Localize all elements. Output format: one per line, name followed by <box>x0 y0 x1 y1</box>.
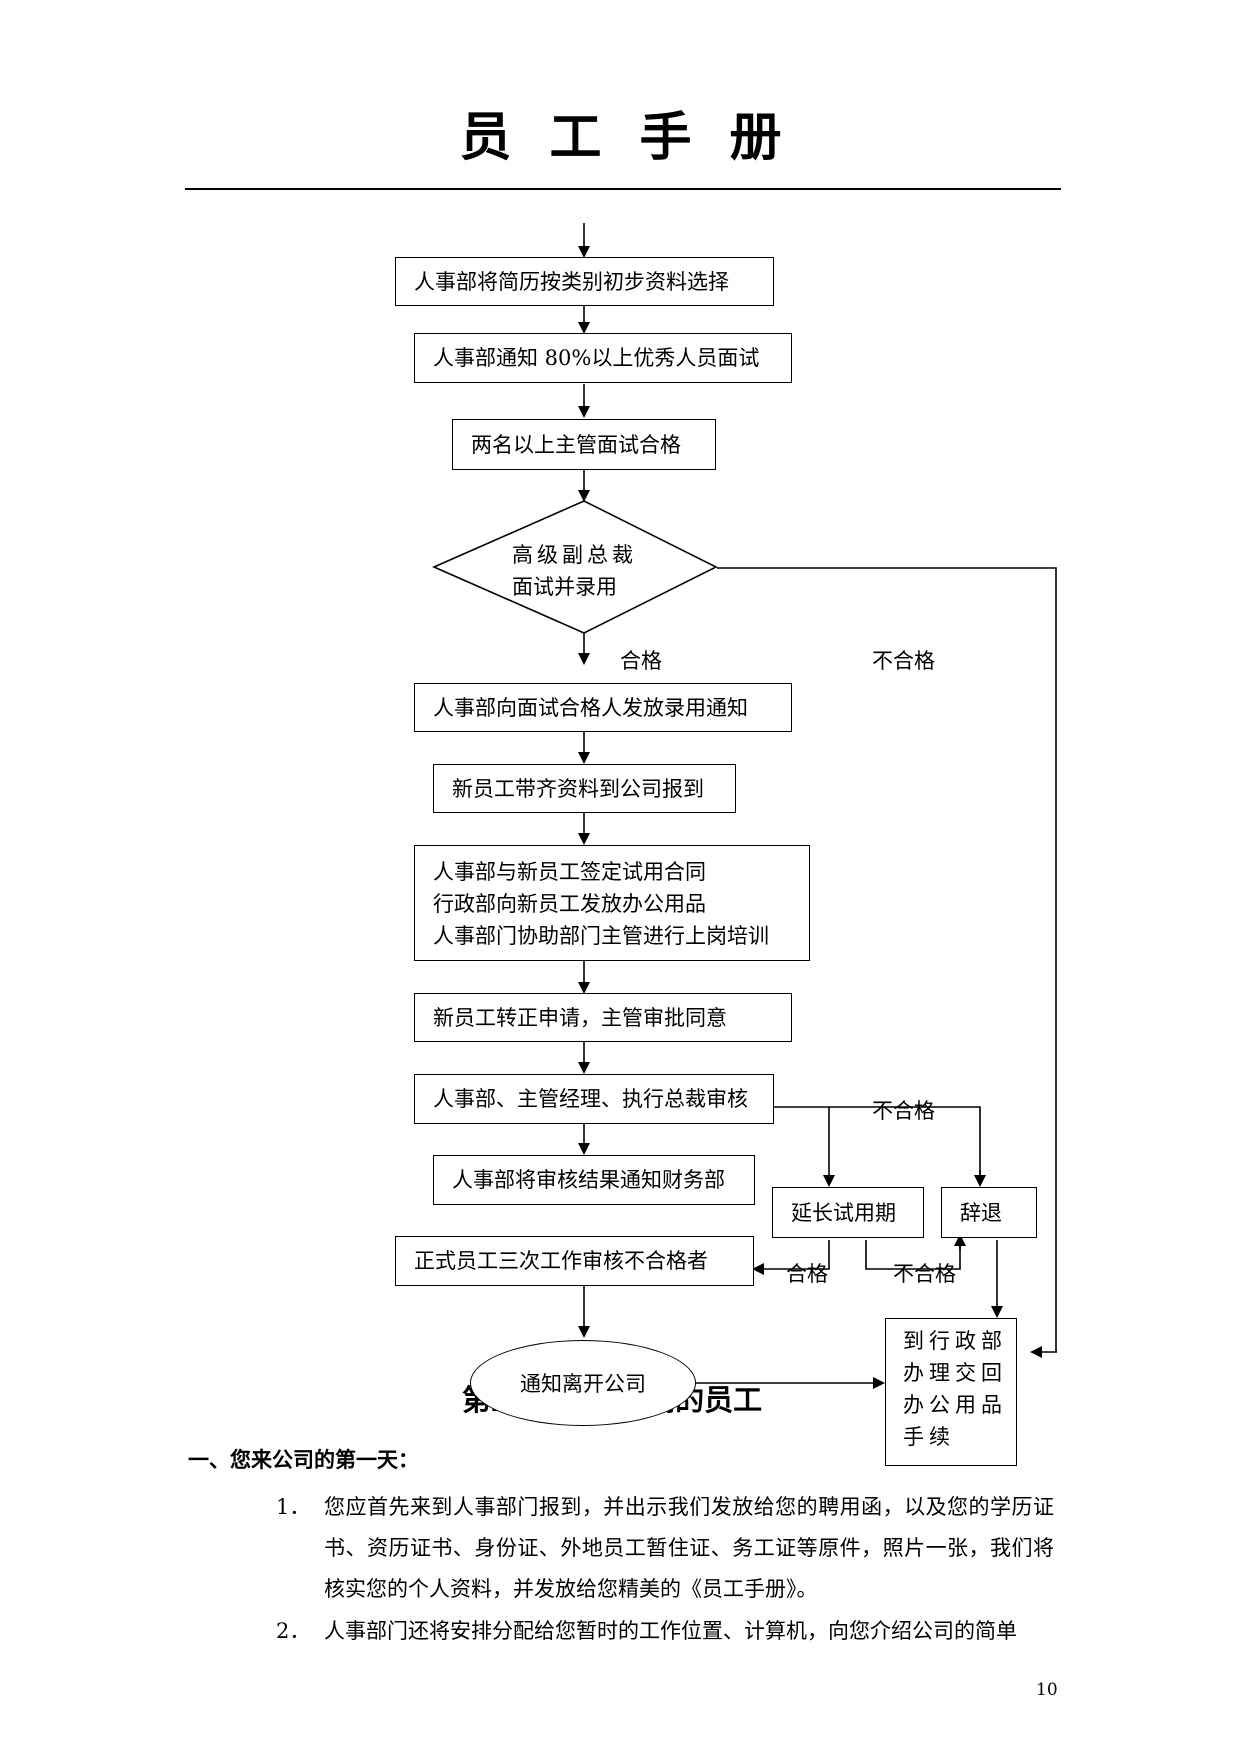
step-notify-finance: 人事部将审核结果通知财务部 <box>433 1155 755 1205</box>
step-extend-probation-text: 延长试用期 <box>791 1200 896 1225</box>
page-title: 员工手册 <box>459 108 820 168</box>
page-number: 10 <box>1036 1680 1058 1700</box>
review-fail-route <box>774 1106 981 1183</box>
decision-text-line2: 面试并录用 <box>512 575 617 599</box>
step-offer-notice: 人事部向面试合格人发放录用通知 <box>414 683 792 732</box>
list-item-number: 2． <box>276 1619 311 1643</box>
step-offer-notice-text: 人事部向面试合格人发放录用通知 <box>433 695 748 720</box>
step-onboarding-line-3: 人事部门协助部门主管进行上岗培训 <box>433 924 769 948</box>
step-management-review-text: 人事部、主管经理、执行总裁审核 <box>433 1087 748 1111</box>
step-formal-review-fail: 正式员工三次工作审核不合格者 <box>395 1236 754 1286</box>
extend-pass-route <box>752 1240 830 1270</box>
step-management-review: 人事部、主管经理、执行总裁审核 <box>414 1074 774 1124</box>
label-fail-review: 不合格 <box>872 1099 935 1123</box>
step-interview-notice: 人事部通知 80%以上优秀人员面试 <box>414 333 792 383</box>
step-return-supplies: 到行政部 办理交回 办公用品 手续 <box>885 1318 1017 1466</box>
step-return-supplies-line-3: 办公用品 <box>903 1393 1007 1417</box>
decision-diamond <box>432 500 718 634</box>
step-return-supplies-line-1: 到行政部 <box>903 1329 1007 1353</box>
step-extend-probation: 延长试用期 <box>772 1187 924 1238</box>
step-onboarding-line-2: 行政部向新员工发放办公用品 <box>433 892 706 916</box>
step-formal-review-fail-text: 正式员工三次工作审核不合格者 <box>414 1249 708 1273</box>
step-notify-finance-text: 人事部将审核结果通知财务部 <box>452 1168 725 1192</box>
step-return-supplies-line-4: 手续 <box>903 1425 955 1449</box>
step-regularization-request-text: 新员工转正申请，主管审批同意 <box>433 1005 727 1030</box>
step-onboarding-line-1: 人事部与新员工签定试用合同 <box>433 860 706 884</box>
title-divider <box>185 188 1061 190</box>
list-item: 1． 您应首先来到人事部门报到，并出示我们发放给您的聘用函，以及您的学历证书、资… <box>276 1487 1066 1611</box>
step-return-supplies-line-2: 办理交回 <box>903 1361 1007 1385</box>
step-report-to-company-text: 新员工带齐资料到公司报到 <box>452 776 704 801</box>
step-notify-leave: 通知离开公司 <box>470 1340 696 1426</box>
step-dismiss-text: 辞退 <box>960 1200 1002 1225</box>
decision-text-line1: 高级副总裁 <box>512 543 637 567</box>
list-item-text: 人事部门还将安排分配给您暂时的工作位置、计算机，向您介绍公司的简单 <box>324 1619 1017 1643</box>
step-supervisor-interview-text: 两名以上主管面试合格 <box>471 432 681 457</box>
step-regularization-request: 新员工转正申请，主管审批同意 <box>414 993 792 1042</box>
step-dismiss: 辞退 <box>941 1187 1037 1238</box>
list-item: 2． 人事部门还将安排分配给您暂时的工作位置、计算机，向您介绍公司的简单 <box>276 1611 1066 1652</box>
extend-fail-route <box>865 1238 961 1270</box>
list-item-number: 1． <box>276 1495 311 1519</box>
step-notify-leave-text: 通知离开公司 <box>520 1372 646 1396</box>
label-pass-extend: 合格 <box>786 1262 828 1286</box>
step-report-to-company: 新员工带齐资料到公司报到 <box>433 764 736 813</box>
first-day-heading: 一、您来公司的第一天： <box>188 1448 419 1472</box>
step-interview-notice-text: 人事部通知 80%以上优秀人员面试 <box>433 346 760 370</box>
list-item-text: 您应首先来到人事部门报到，并出示我们发放给您的聘用函，以及您的学历证书、资历证书… <box>324 1495 1054 1601</box>
step-onboarding: 人事部与新员工签定试用合同 行政部向新员工发放办公用品 人事部门协助部门主管进行… <box>414 845 810 961</box>
label-fail-extend: 不合格 <box>893 1262 956 1286</box>
label-pass: 合格 <box>620 649 662 673</box>
step-resume-screening: 人事部将简历按类别初步资料选择 <box>395 257 774 306</box>
label-fail: 不合格 <box>872 649 935 673</box>
decision-fail-route <box>717 567 1057 1353</box>
step-resume-screening-text: 人事部将简历按类别初步资料选择 <box>414 269 729 294</box>
step-supervisor-interview: 两名以上主管面试合格 <box>452 419 716 470</box>
